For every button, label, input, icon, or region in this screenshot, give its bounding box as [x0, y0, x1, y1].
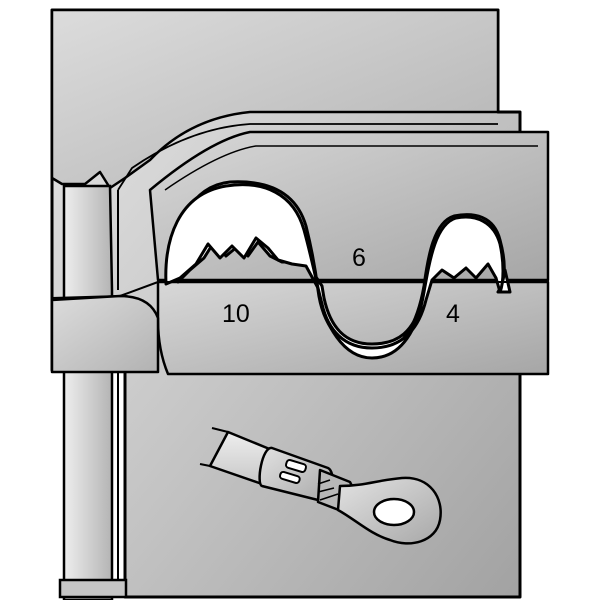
- left-post: [62, 184, 114, 600]
- ring-cable-lug-icon: [199, 427, 442, 545]
- barrel-window: [285, 458, 307, 474]
- cavity-outline: [164, 183, 505, 360]
- label-size-6: 6: [352, 244, 366, 272]
- left-tab-step: [51, 281, 159, 299]
- label-size-4: 4: [446, 300, 460, 328]
- base-plate: [58, 578, 128, 599]
- upper-plate: [50, 8, 500, 190]
- upper-jaw-bevel: [164, 145, 538, 191]
- upper-rib: [117, 123, 498, 191]
- barrel-window-2: [279, 470, 301, 485]
- lower-jaw: [156, 280, 550, 376]
- ring-hole: [372, 497, 416, 527]
- label-size-10: 10: [222, 300, 250, 328]
- left-tab: [50, 294, 160, 374]
- crimp-section-hatch: [317, 479, 339, 501]
- cable-jacket-lead: [199, 427, 229, 467]
